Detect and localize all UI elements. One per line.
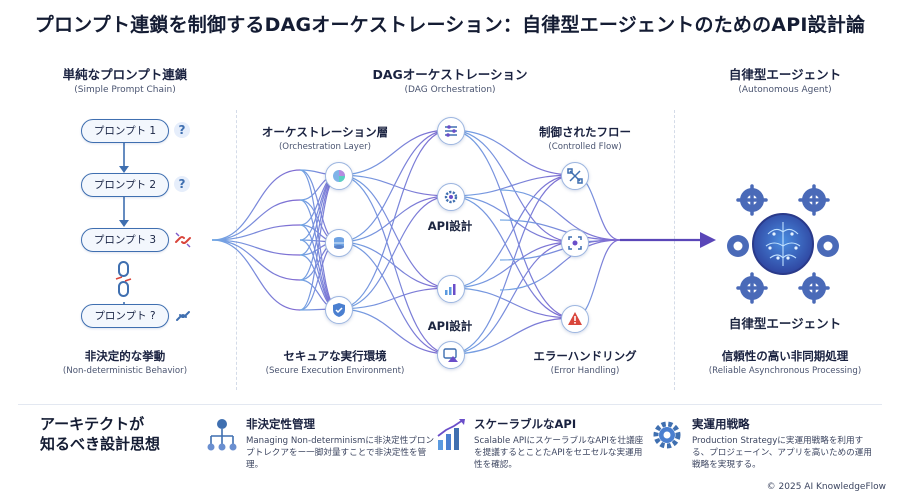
divider-right — [674, 110, 675, 390]
reliable-processing-label: 信頼性の高い非同期処理 (Reliable Asynchronous Proce… — [692, 348, 878, 376]
shield-icon — [325, 296, 353, 324]
left-column-title: 単純なプロンプト連鎖 — [62, 67, 188, 82]
center-column-subtitle: (DAG Orchestration) — [404, 85, 496, 95]
feature-body: Scalable APIにスケーラブルなAPIを壮議座を提議するとことたAPIを… — [474, 436, 644, 470]
orchestration-layer-title: オーケストレーション層 — [261, 125, 389, 139]
flow-control-icon — [561, 162, 589, 190]
link-icon — [176, 311, 190, 321]
architect-title-line2: 知るべき設計思想 — [40, 435, 161, 453]
feature-title: 非決定性管理 — [246, 417, 315, 431]
api-design-label: API設計 — [427, 319, 473, 333]
nondeterministic-title: 非決定的な挙動 — [84, 349, 166, 363]
error-handling-title: エラーハンドリング — [533, 349, 637, 363]
reliable-processing-subtitle: (Reliable Asynchronous Processing) — [708, 366, 862, 376]
architect-title-line1: アーキテクトが — [40, 415, 145, 433]
feature-nondeterminism: 非決定性管理 Managing Non-determinismに非決定性プロンプ… — [246, 416, 436, 471]
api-design-label: API設計 — [427, 219, 473, 233]
broken-link-icon — [175, 232, 191, 248]
feature-body: Managing Non-determinismに非決定性プロンプトレクアをー一… — [246, 436, 435, 470]
database-icon — [325, 229, 353, 257]
feature-title: 実運用戦略 — [692, 417, 750, 431]
center-column-title: DAGオーケストレーション — [372, 67, 528, 82]
agent-brain-icon — [727, 184, 839, 304]
question-icon: ? — [174, 176, 190, 192]
nondeterministic-subtitle: (Non-deterministic Behavior) — [62, 366, 188, 376]
right-column-title: 自律型エージェント — [728, 67, 842, 82]
prompt-pill-2: プロンプト 2 — [81, 173, 169, 197]
nondeterministic-label: 非決定的な挙動 (Non-deterministic Behavior) — [40, 348, 210, 376]
hierarchy-icon — [206, 418, 238, 454]
warning-icon — [561, 305, 589, 333]
gear-icon — [437, 183, 465, 211]
error-handling-subtitle: (Error Handling) — [550, 366, 620, 376]
gear-icon — [650, 418, 684, 452]
broken-chain-icon — [115, 261, 132, 297]
bar-chart-icon — [436, 418, 466, 452]
feature-scalable-api: スケーラブルなAPI Scalable APIにスケーラブルなAPIを壮議座を提… — [474, 416, 646, 471]
prompt-pill-1: プロンプト 1 — [81, 119, 169, 143]
orchestration-layer-subtitle: (Orchestration Layer) — [278, 142, 372, 152]
orchestration-layer-label: オーケストレーション層 (Orchestration Layer) — [250, 124, 400, 152]
question-icon: ? — [174, 122, 190, 138]
focus-scan-icon — [561, 229, 589, 257]
controlled-flow-title: 制御されたフロー — [539, 125, 631, 139]
controlled-flow-label: 制御されたフロー (Controlled Flow) — [520, 124, 650, 152]
bar-chart-icon — [437, 275, 465, 303]
alert-screen-icon — [437, 341, 465, 369]
prompt-pill-3: プロンプト 3 — [81, 228, 169, 252]
secure-env-subtitle: (Secure Execution Environment) — [265, 366, 405, 376]
reliable-processing-title: 信頼性の高い非同期処理 — [721, 349, 849, 363]
right-column-subtitle: (Autonomous Agent) — [738, 85, 832, 95]
right-column-header: 自律型エージェント (Autonomous Agent) — [700, 64, 870, 95]
feature-title: スケーラブルなAPI — [474, 417, 577, 431]
secure-env-label: セキュアな実行環境 (Secure Execution Environment) — [250, 348, 420, 376]
architect-section-title: アーキテクトが 知るべき設計思想 — [40, 414, 180, 454]
agent-label: 自律型エージェント — [728, 316, 842, 331]
pie-chart-icon — [325, 162, 353, 190]
error-handling-label: エラーハンドリング (Error Handling) — [520, 348, 650, 376]
section-divider — [18, 404, 882, 405]
secure-env-title: セキュアな実行環境 — [283, 349, 387, 363]
sliders-icon — [437, 117, 465, 145]
feature-body: Production Strategyに実運用戦略を利用する、プロジェーイン、ア… — [692, 436, 872, 470]
copyright-text: © 2025 AI KnowledgeFlow — [766, 482, 886, 492]
center-column-header: DAGオーケストレーション (DAG Orchestration) — [350, 64, 550, 95]
prompt-pill-unknown: プロンプト ? — [81, 304, 169, 328]
feature-production-strategy: 実運用戦略 Production Strategyに実運用戦略を利用する、プロジ… — [692, 416, 880, 471]
controlled-flow-subtitle: (Controlled Flow) — [548, 142, 622, 152]
page-title: プロンプト連鎖を制御するDAGオーケストレーション：自律型エージェントのためのA… — [34, 14, 866, 36]
left-column-subtitle: (Simple Prompt Chain) — [74, 85, 176, 95]
left-column-header: 単純なプロンプト連鎖 (Simple Prompt Chain) — [40, 64, 210, 95]
